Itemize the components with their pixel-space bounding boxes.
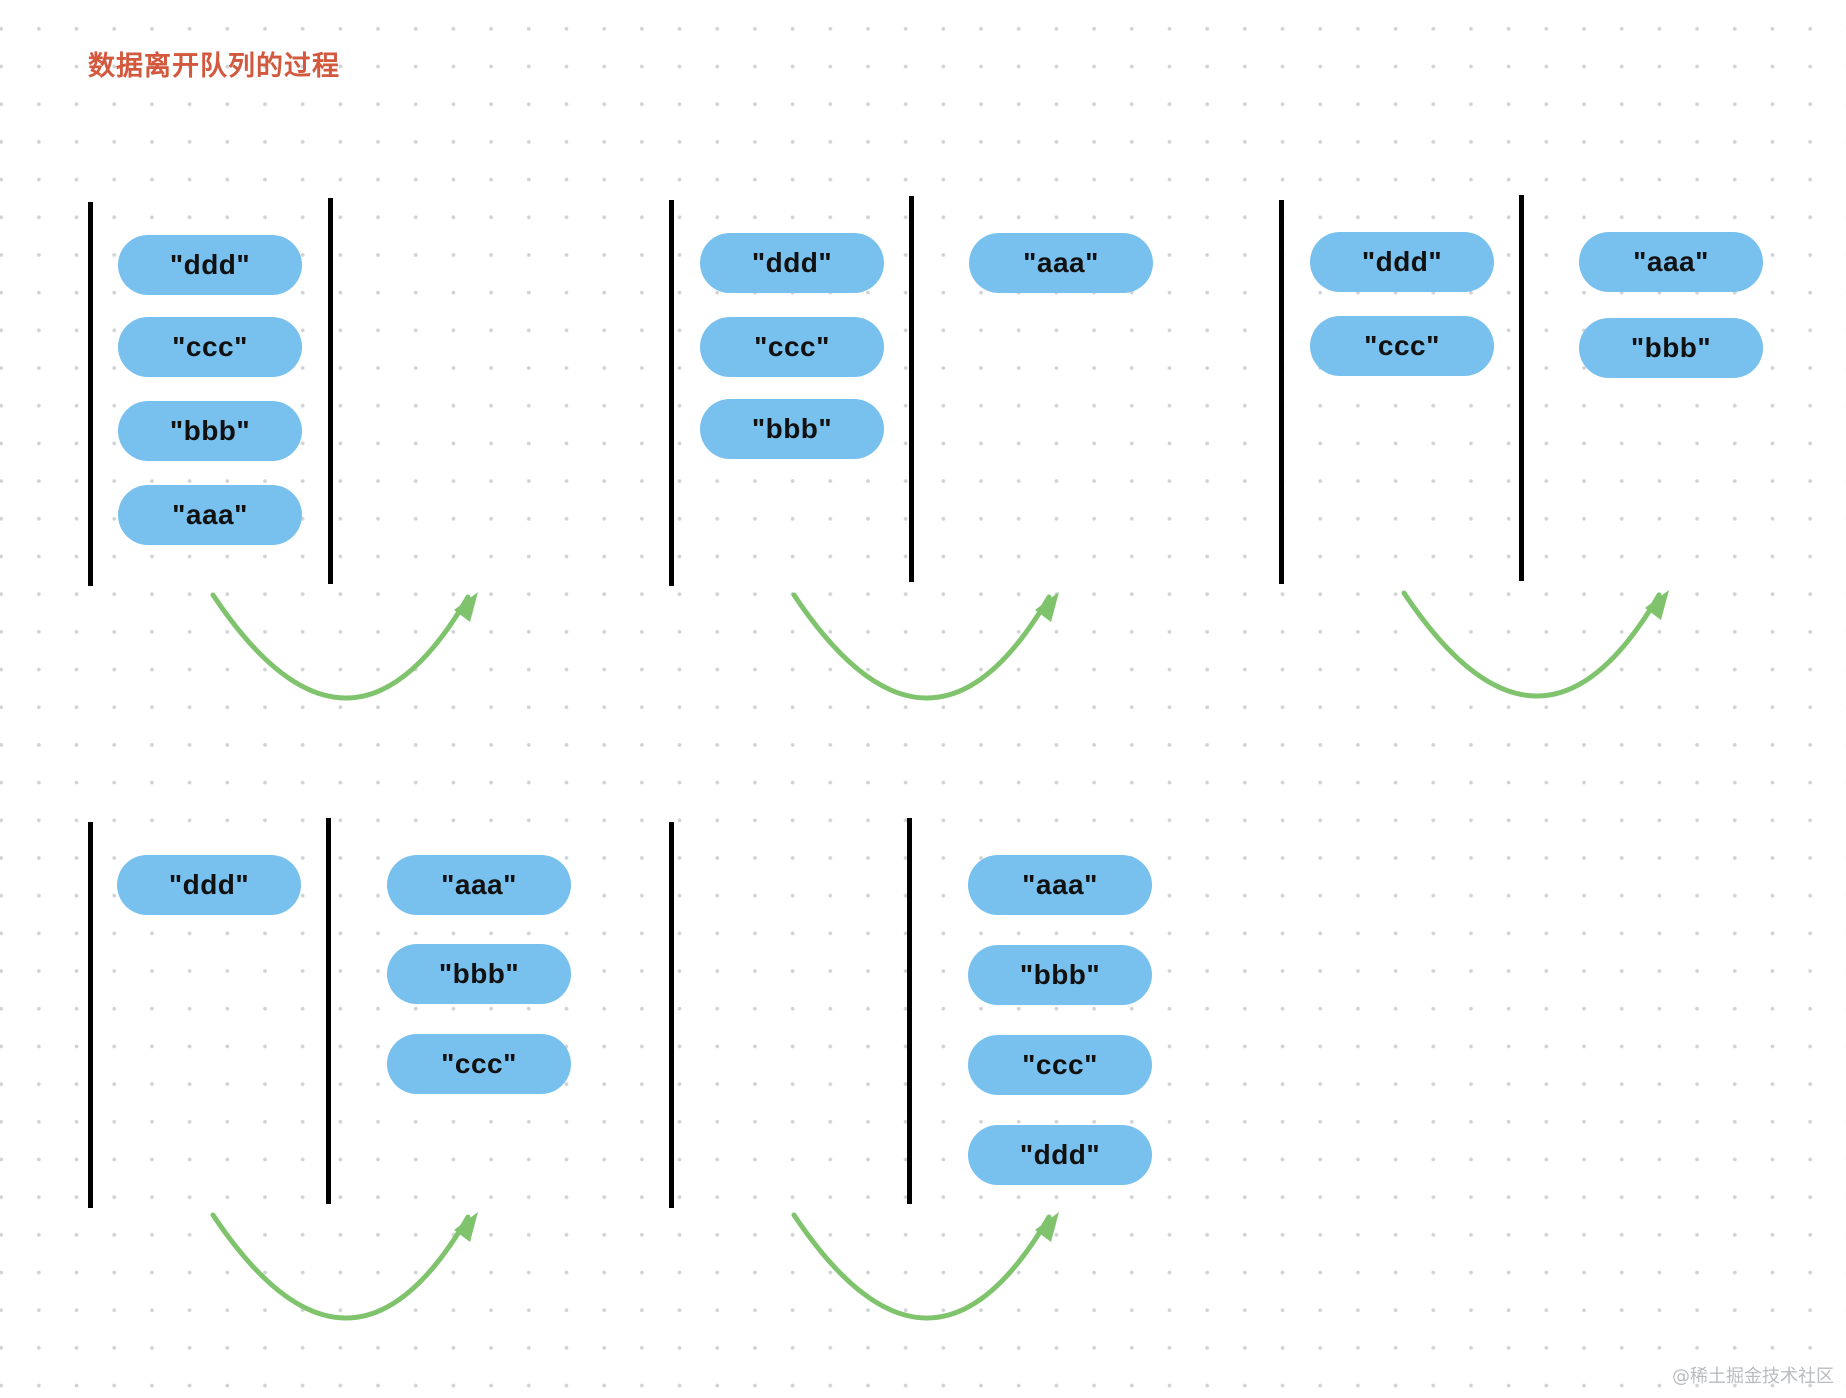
queue-item: "ccc" <box>700 317 884 377</box>
queue-wall-right <box>909 196 914 582</box>
queue-item: "aaa" <box>1579 232 1763 292</box>
curved-arrow-icon <box>791 1212 1059 1321</box>
diagram-title: 数据离开队列的过程 <box>88 51 340 82</box>
queue-item: "ddd" <box>117 855 301 915</box>
queue-wall-left <box>88 822 93 1208</box>
curved-arrow-icon <box>210 1212 478 1321</box>
queue-item: "bbb" <box>968 945 1152 1005</box>
queue-wall-right <box>907 818 912 1204</box>
queue-wall-left <box>669 822 674 1208</box>
queue-wall-right <box>1519 195 1524 581</box>
watermark: @稀土掘金技术社区 <box>1672 1366 1834 1387</box>
queue-item: "bbb" <box>1579 318 1763 378</box>
queue-wall-right <box>328 198 333 584</box>
queue-item: "aaa" <box>969 233 1153 293</box>
queue-item: "aaa" <box>118 485 302 545</box>
curved-arrow-icon <box>1401 590 1669 699</box>
queue-item: "bbb" <box>700 399 884 459</box>
queue-wall-right <box>326 818 331 1204</box>
queue-item: "ddd" <box>118 235 302 295</box>
curved-arrow-icon <box>210 592 478 701</box>
queue-wall-left <box>1279 200 1284 584</box>
queue-item: "ccc" <box>968 1035 1152 1095</box>
queue-item: "ddd" <box>968 1125 1152 1185</box>
queue-wall-left <box>88 202 93 586</box>
queue-item: "aaa" <box>968 855 1152 915</box>
queue-item: "bbb" <box>118 401 302 461</box>
queue-item: "ccc" <box>1310 316 1494 376</box>
queue-wall-left <box>669 200 674 586</box>
queue-item: "aaa" <box>387 855 571 915</box>
queue-item: "ddd" <box>700 233 884 293</box>
queue-item: "ccc" <box>387 1034 571 1094</box>
curved-arrow-icon <box>791 592 1059 701</box>
queue-item: "ddd" <box>1310 232 1494 292</box>
queue-item: "ccc" <box>118 317 302 377</box>
queue-item: "bbb" <box>387 944 571 1004</box>
